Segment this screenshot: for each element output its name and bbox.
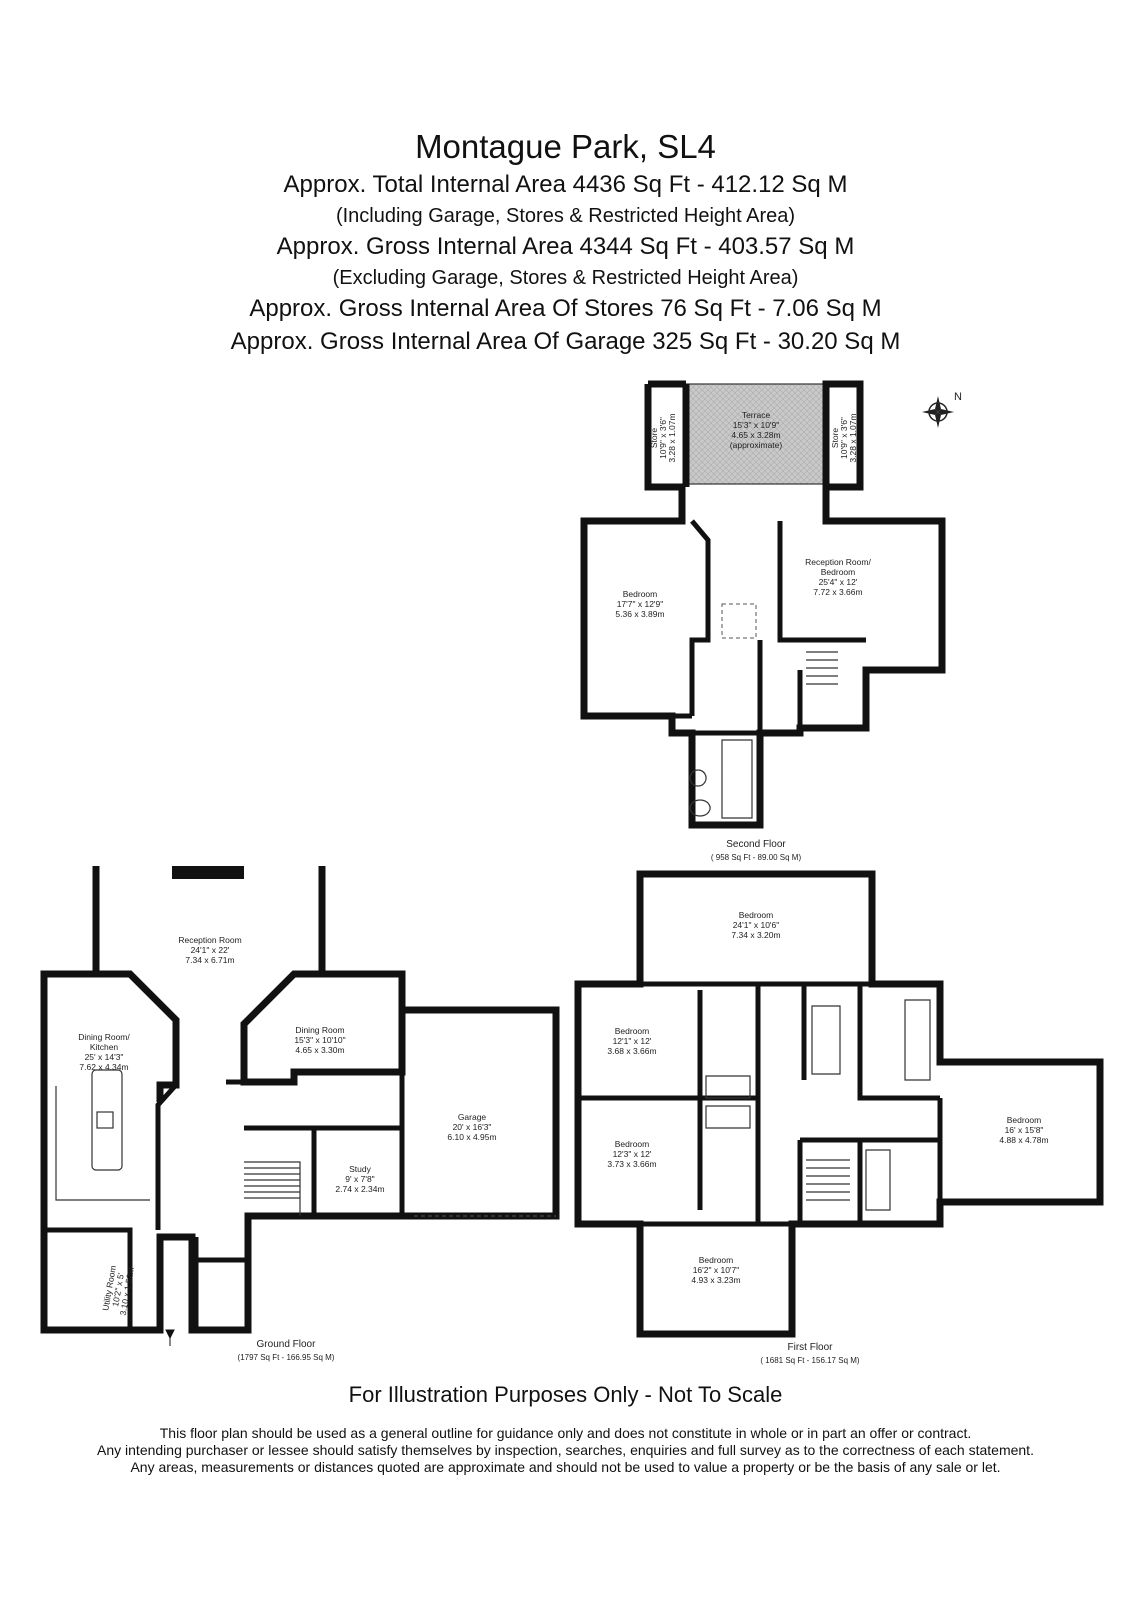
disclaimer-line-3: Any areas, measurements or distances quo… bbox=[130, 1459, 1001, 1475]
second-floor-area: ( 958 Sq Ft - 89.00 Sq M) bbox=[711, 853, 802, 862]
total-area-line: Approx. Total Internal Area 4436 Sq Ft -… bbox=[283, 171, 848, 198]
compass-label: N bbox=[954, 391, 962, 403]
gross-area-note: (Excluding Garage, Stores & Restricted H… bbox=[332, 267, 799, 289]
stores-area-line: Approx. Gross Internal Area Of Stores 76… bbox=[249, 295, 882, 322]
ground-floor-area: (1797 Sq Ft - 166.95 Sq M) bbox=[238, 1353, 335, 1362]
sf-store-left: Store10'9" x 3'6"3.28 x 1.07m bbox=[649, 413, 677, 462]
terrace-area bbox=[686, 384, 826, 484]
disclaimer-line-1: This floor plan should be used as a gene… bbox=[159, 1425, 972, 1441]
sf-store-right: Store10'9" x 3'6"3.28 x 1.07m bbox=[830, 413, 858, 462]
second-floor-plan: Store10'9" x 3'6"3.28 x 1.07m Store10'9"… bbox=[580, 380, 946, 862]
page-title: Montague Park, SL4 bbox=[415, 128, 716, 165]
garage-area-line: Approx. Gross Internal Area Of Garage 32… bbox=[230, 328, 901, 355]
compass-icon: N bbox=[922, 391, 962, 428]
entrance-arrow-icon bbox=[165, 1329, 175, 1346]
disclaimer-block: This floor plan should be used as a gene… bbox=[0, 1425, 1131, 1476]
first-floor-area: ( 1681 Sq Ft - 156.17 Sq M) bbox=[760, 1356, 859, 1365]
ground-floor-name: Ground Floor bbox=[257, 1339, 317, 1350]
disclaimer-line-2: Any intending purchaser or lessee should… bbox=[97, 1442, 1034, 1458]
total-area-note: (Including Garage, Stores & Restricted H… bbox=[335, 205, 796, 227]
first-floor-name: First Floor bbox=[788, 1342, 834, 1353]
gross-area-line: Approx. Gross Internal Area 4344 Sq Ft -… bbox=[276, 233, 855, 260]
second-floor-name: Second Floor bbox=[726, 839, 786, 850]
header-block: Montague Park, SL4 Approx. Total Interna… bbox=[0, 130, 1131, 363]
illustration-notice: For Illustration Purposes Only - Not To … bbox=[348, 1382, 783, 1407]
